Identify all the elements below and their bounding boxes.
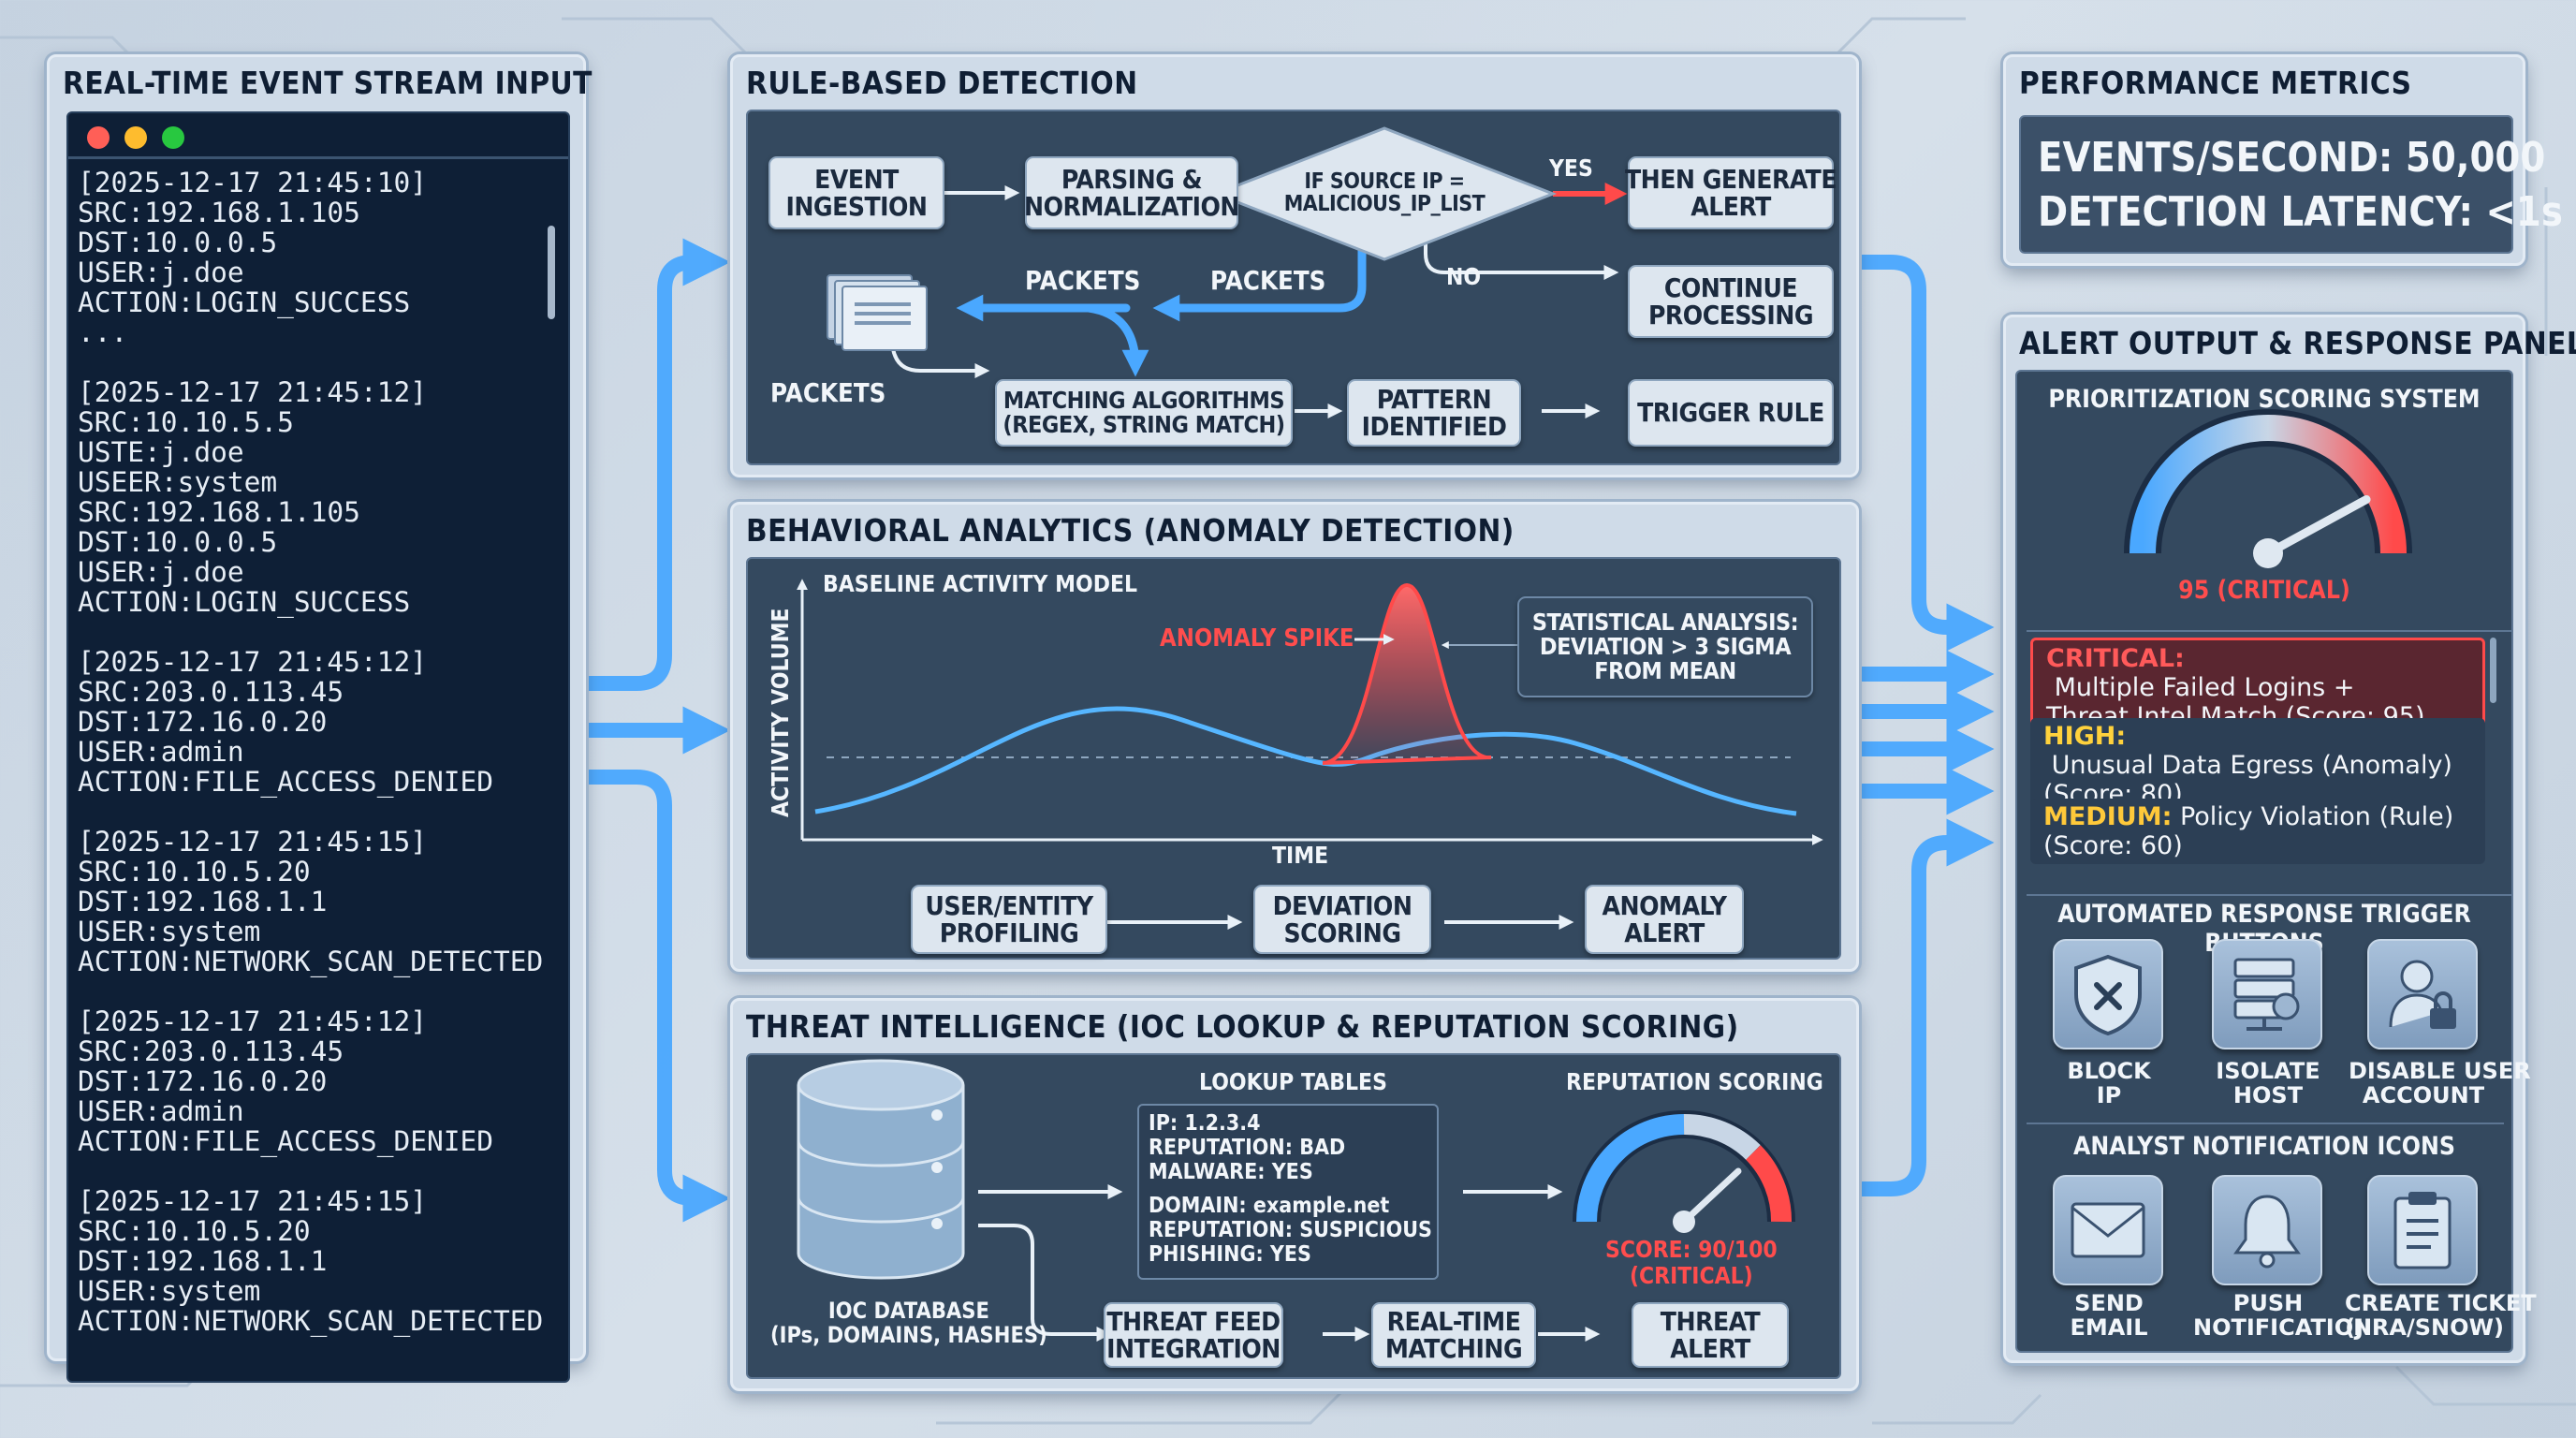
alert-medium[interactable]: MEDIUM: Policy Violation (Rule) (Score: …: [2030, 799, 2485, 864]
baseline-curve: [814, 706, 1797, 816]
isolate-host-label: ISOLATE HOST: [2216, 1058, 2320, 1108]
pattern-identified-box[interactable]: PATTERN IDENTIFIED: [1347, 379, 1521, 447]
reputation-score: SCORE: 90/100 (CRITICAL): [1605, 1236, 1778, 1289]
events-per-second: EVENTS/SECOND: 50,000: [2038, 134, 2546, 182]
priority-gauge: [2124, 409, 2412, 568]
packets-document-icon: [827, 274, 929, 353]
threat-alert-box[interactable]: THREAT ALERT: [1632, 1302, 1789, 1368]
reputation-gauge: [1573, 1110, 1795, 1233]
event-stream-title: REAL-TIME EVENT STREAM INPUT: [63, 65, 593, 101]
matching-algorithms-box[interactable]: MATCHING ALGORITHMS (REGEX, STRING MATCH…: [995, 379, 1293, 447]
alert-level-high: HIGH:: [2043, 722, 2127, 751]
bell-icon: [2233, 1195, 2301, 1269]
x-axis-label: TIME: [1272, 842, 1329, 869]
maximize-dot-icon[interactable]: [162, 126, 184, 149]
section-divider: [2027, 1123, 2504, 1124]
block-ip-label: BLOCK IP: [2067, 1058, 2151, 1108]
gauge-value-label: 95 (CRITICAL): [2178, 576, 2350, 605]
y-axis-label: ACTIVITY VOLUME: [767, 608, 794, 817]
behavioral-panel: BEHAVIORAL ANALYTICS (ANOMALY DETECTION)…: [730, 502, 1859, 972]
decision-diamond: [1211, 126, 1558, 261]
minimize-dot-icon[interactable]: [124, 126, 147, 149]
rule-detection-panel: RULE-BASED DETECTION EVENT INGESTION PAR…: [730, 54, 1859, 477]
alert-text-medium: Policy Violation (Rule) (Score: 60): [2043, 802, 2454, 860]
performance-metrics-title: PERFORMANCE METRICS: [2019, 65, 2412, 101]
decision-text: IF SOURCE IP = MALICIOUS_IP_LIST: [1283, 169, 1486, 216]
event-log-text: [2025-12-17 21:45:10] SRC:192.168.1.105 …: [78, 167, 544, 1337]
disable-user-label: DISABLE USER ACCOUNT: [2349, 1058, 2531, 1108]
parsing-box[interactable]: PARSING & NORMALIZATION: [1024, 156, 1240, 229]
rule-flow-arrows: [890, 126, 1628, 418]
create-ticket-button[interactable]: [2367, 1175, 2478, 1285]
clipboard-icon: [2393, 1192, 2452, 1269]
baseline-label: BASELINE ACTIVITY MODEL: [823, 570, 1138, 597]
threat-intel-title: THREAT INTELLIGENCE (IOC LOOKUP & REPUTA…: [746, 1008, 1739, 1045]
lookup-tables-title: LOOKUP TABLES: [1199, 1068, 1387, 1095]
event-ingestion-box[interactable]: EVENT INGESTION: [768, 156, 944, 229]
stat-analysis-box: STATISTICAL ANALYSIS: DEVIATION > 3 SIGM…: [1517, 596, 1813, 697]
close-dot-icon[interactable]: [87, 126, 110, 149]
deviation-scoring-box[interactable]: DEVIATION SCORING: [1253, 885, 1431, 954]
lookup-table: [1137, 1104, 1439, 1280]
performance-metrics-panel: PERFORMANCE METRICS EVENTS/SECOND: 50,00…: [2003, 54, 2563, 266]
send-email-label: SEND EMAIL: [2070, 1290, 2148, 1341]
packets-label-1: PACKETS: [1025, 265, 1141, 296]
user-entity-profiling-box[interactable]: USER/ENTITY PROFILING: [911, 885, 1107, 954]
user-lock-icon: [2389, 960, 2456, 1029]
detection-latency: DETECTION LATENCY: <1s: [2038, 188, 2563, 236]
push-notification-label: PUSH NOTIFICATION: [2193, 1290, 2373, 1341]
trigger-rule-box[interactable]: TRIGGER RULE: [1628, 379, 1834, 447]
lookup-entry-domain: DOMAIN: example.net REPUTATION: SUSPICIO…: [1149, 1194, 1432, 1267]
terminal-scrollbar[interactable]: [548, 226, 555, 319]
alert-output-panel: ALERT OUTPUT & RESPONSE PANEL PRIORITIZA…: [2003, 315, 2576, 1363]
shield-x-icon: [2074, 954, 2142, 1035]
anomaly-chart: [797, 579, 1823, 930]
threat-flow: [797, 1059, 1795, 1342]
threat-intel-panel: THREAT INTELLIGENCE (IOC LOOKUP & REPUTA…: [730, 998, 1859, 1391]
ioc-database-label: IOC DATABASE (IPs, DOMAINS, HASHES): [770, 1298, 1047, 1348]
flow-pipes: [582, 238, 1995, 1223]
alert-list[interactable]: [2027, 630, 2513, 896]
disable-user-button[interactable]: [2367, 939, 2478, 1049]
notification-title: ANALYST NOTIFICATION ICONS: [2073, 1132, 2455, 1161]
alert-output-title: ALERT OUTPUT & RESPONSE PANEL: [2019, 325, 2576, 361]
reputation-scoring-title: REPUTATION SCORING: [1566, 1068, 1823, 1095]
lookup-entry-ip: IP: 1.2.3.4 REPUTATION: BAD MALWARE: YES: [1149, 1111, 1346, 1184]
block-ip-button[interactable]: [2053, 939, 2163, 1049]
terminal-window[interactable]: [66, 111, 570, 1383]
anomaly-spike-label: ANOMALY SPIKE: [1160, 624, 1354, 653]
anomaly-alert-box[interactable]: ANOMALY ALERT: [1585, 885, 1744, 954]
server-lock-icon: [2233, 958, 2300, 1031]
no-label: NO: [1446, 263, 1482, 290]
send-email-button[interactable]: [2053, 1175, 2163, 1285]
packets-label-3: PACKETS: [770, 377, 886, 408]
alert-list-scrollbar[interactable]: [2490, 638, 2496, 703]
generate-alert-box[interactable]: THEN GENERATE ALERT: [1625, 156, 1837, 229]
realtime-matching-box[interactable]: REAL-TIME MATCHING: [1371, 1302, 1536, 1368]
behavioral-title: BEHAVIORAL ANALYTICS (ANOMALY DETECTION): [746, 512, 1515, 549]
packets-label-2: PACKETS: [1210, 265, 1326, 296]
window-controls: [87, 126, 199, 154]
isolate-host-button[interactable]: [2212, 939, 2322, 1049]
yes-label: YES: [1549, 154, 1593, 182]
push-notification-button[interactable]: [2212, 1175, 2322, 1285]
ioc-database-icon: [797, 1059, 965, 1280]
anomaly-spike: [1322, 582, 1492, 765]
continue-processing-box[interactable]: CONTINUE PROCESSING: [1628, 265, 1834, 338]
envelope-icon: [2071, 1202, 2145, 1258]
alert-level-medium: MEDIUM:: [2043, 802, 2173, 831]
rule-detection-title: RULE-BASED DETECTION: [746, 65, 1138, 101]
terminal-divider: [68, 156, 568, 159]
metrics-area: [2019, 115, 2513, 254]
alert-level-critical: CRITICAL:: [2046, 644, 2185, 673]
create-ticket-label: CREATE TICKET (JIRA/SNOW): [2345, 1290, 2537, 1341]
event-stream-panel: REAL-TIME EVENT STREAM INPUT [2025-12-17…: [47, 54, 592, 1383]
threat-feed-box[interactable]: THREAT FEED INTEGRATION: [1104, 1302, 1283, 1368]
